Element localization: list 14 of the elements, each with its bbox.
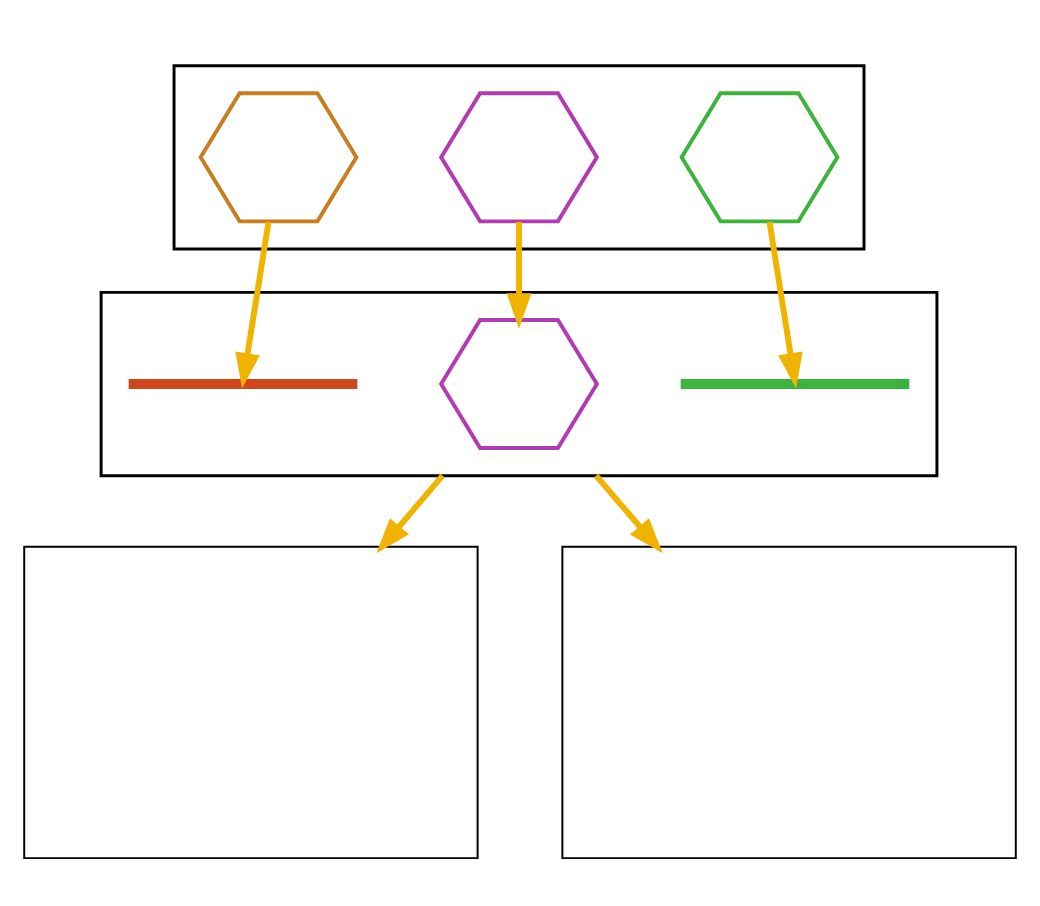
arrow bbox=[235, 220, 272, 388]
picture bbox=[438, 90, 600, 223]
node-bar bbox=[128, 378, 358, 388]
arrow bbox=[593, 472, 663, 553]
arrow bbox=[376, 472, 445, 553]
picture bbox=[438, 316, 600, 450]
node-box bbox=[561, 544, 1017, 859]
cluster bbox=[172, 63, 866, 250]
picture bbox=[679, 90, 840, 223]
arrow bbox=[766, 220, 803, 388]
arrow bbox=[506, 220, 532, 328]
picture bbox=[198, 90, 359, 223]
node-bar bbox=[680, 378, 910, 388]
node-box bbox=[23, 544, 479, 859]
